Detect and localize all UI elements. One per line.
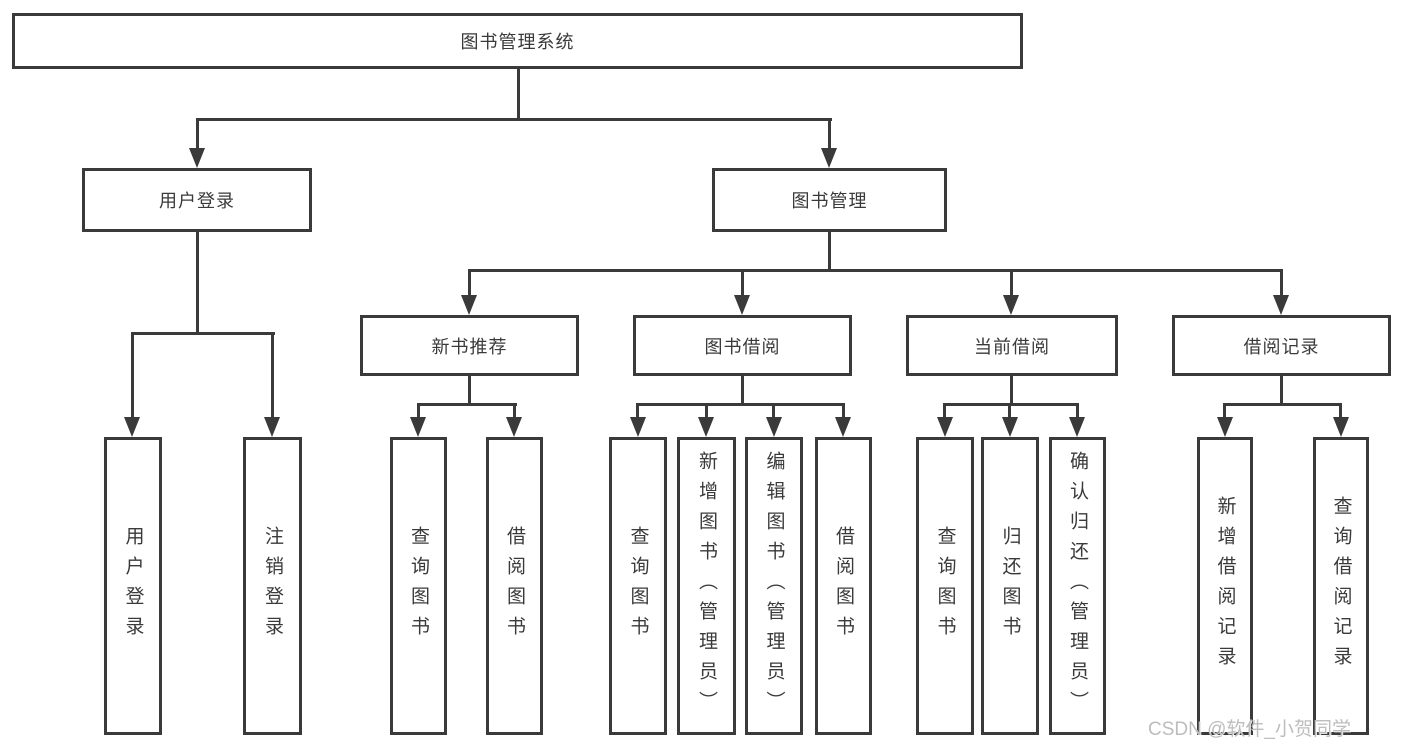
connector-drop-br-query: [1339, 403, 1342, 419]
connector-drop-br-add: [1223, 403, 1226, 419]
leaf-nb-borrow-books: 借阅图书: [486, 437, 543, 735]
arrow-down-icon: [835, 417, 851, 437]
connector-drop-new-book: [468, 269, 471, 297]
connector-drop-nb-query: [417, 403, 420, 419]
connector-drop-cb-confirm: [1076, 403, 1079, 419]
arrow-down-icon: [1002, 417, 1018, 437]
node-borrow-records: 借阅记录: [1172, 315, 1391, 376]
leaf-user-login: 用户登录: [104, 437, 162, 735]
arrow-down-icon: [461, 295, 477, 315]
connector-drop-leaf-logout: [271, 332, 274, 418]
connector-drop-user-login: [196, 118, 199, 150]
connector-drop-bb-borrow: [842, 403, 845, 419]
node-library-management-system: 图书管理系统: [12, 13, 1023, 69]
connector-drop-book-management: [828, 118, 831, 150]
connector-current-borrow-bar: [943, 403, 1079, 406]
connector-new-book-bar: [417, 403, 517, 406]
leaf-br-add-record: 新增借阅记录: [1197, 437, 1253, 735]
leaf-cb-return-books: 归还图书: [981, 437, 1039, 735]
node-new-book-recommend: 新书推荐: [360, 315, 579, 376]
node-book-borrow: 图书借阅: [633, 315, 852, 376]
arrow-down-icon: [1069, 417, 1085, 437]
leaf-bb-query-books: 查询图书: [609, 437, 667, 735]
connector-drop-cb-return: [1008, 403, 1011, 419]
node-user-login-branch: 用户登录: [82, 168, 312, 232]
connector-book-borrow-bar: [636, 403, 845, 406]
arrow-down-icon: [189, 148, 205, 168]
connector-drop-bb-add: [705, 403, 708, 419]
connector-drop-bb-query: [636, 403, 639, 419]
arrow-down-icon: [821, 148, 837, 168]
connector-drop-borrow-records: [1280, 269, 1283, 297]
leaf-logout: 注销登录: [243, 437, 302, 735]
connector-current-borrow-trunk: [1010, 376, 1013, 406]
connector-borrow-records-trunk: [1280, 376, 1283, 406]
connector-level2-bar: [468, 269, 1282, 272]
leaf-br-query-record: 查询借阅记录: [1313, 437, 1369, 735]
connector-drop-leaf-user-login: [131, 332, 134, 418]
leaf-nb-query-books: 查询图书: [390, 437, 447, 735]
connector-drop-book-borrow: [741, 269, 744, 297]
arrow-down-icon: [1333, 417, 1349, 437]
connector-drop-bb-edit: [772, 403, 775, 419]
connector-user-login-trunk: [196, 232, 199, 335]
node-book-management-branch: 图书管理: [712, 168, 947, 232]
connector-drop-nb-borrow: [513, 403, 516, 419]
arrow-down-icon: [734, 295, 750, 315]
leaf-cb-confirm-return-admin: 确认归还（管理员）: [1049, 437, 1106, 735]
leaf-cb-query-books: 查询图书: [916, 437, 974, 735]
connector-root-trunk: [517, 66, 520, 121]
connector-new-book-trunk: [468, 376, 471, 406]
arrow-down-icon: [1217, 417, 1233, 437]
arrow-down-icon: [410, 417, 426, 437]
arrow-down-icon: [1003, 295, 1019, 315]
arrow-down-icon: [698, 417, 714, 437]
arrow-down-icon: [630, 417, 646, 437]
arrow-down-icon: [506, 417, 522, 437]
arrow-down-icon: [264, 417, 280, 437]
node-current-borrow: 当前借阅: [906, 315, 1118, 376]
csdn-watermark: CSDN @软件_小贺同学: [1148, 719, 1351, 740]
connector-borrow-records-bar: [1223, 403, 1342, 406]
leaf-bb-edit-books-admin: 编辑图书（管理员）: [745, 437, 803, 735]
arrow-down-icon: [766, 417, 782, 437]
connector-drop-current-borrow: [1010, 269, 1013, 297]
leaf-bb-borrow-books: 借阅图书: [815, 437, 872, 735]
arrow-down-icon: [1273, 295, 1289, 315]
connector-drop-cb-query: [943, 403, 946, 419]
connector-user-login-bar: [131, 332, 275, 335]
connector-book-management-trunk: [828, 232, 831, 272]
connector-book-borrow-trunk: [741, 376, 744, 406]
connector-level1-bar: [196, 118, 832, 121]
leaf-bb-add-books-admin: 新增图书（管理员）: [677, 437, 736, 735]
arrow-down-icon: [937, 417, 953, 437]
arrow-down-icon: [124, 417, 140, 437]
